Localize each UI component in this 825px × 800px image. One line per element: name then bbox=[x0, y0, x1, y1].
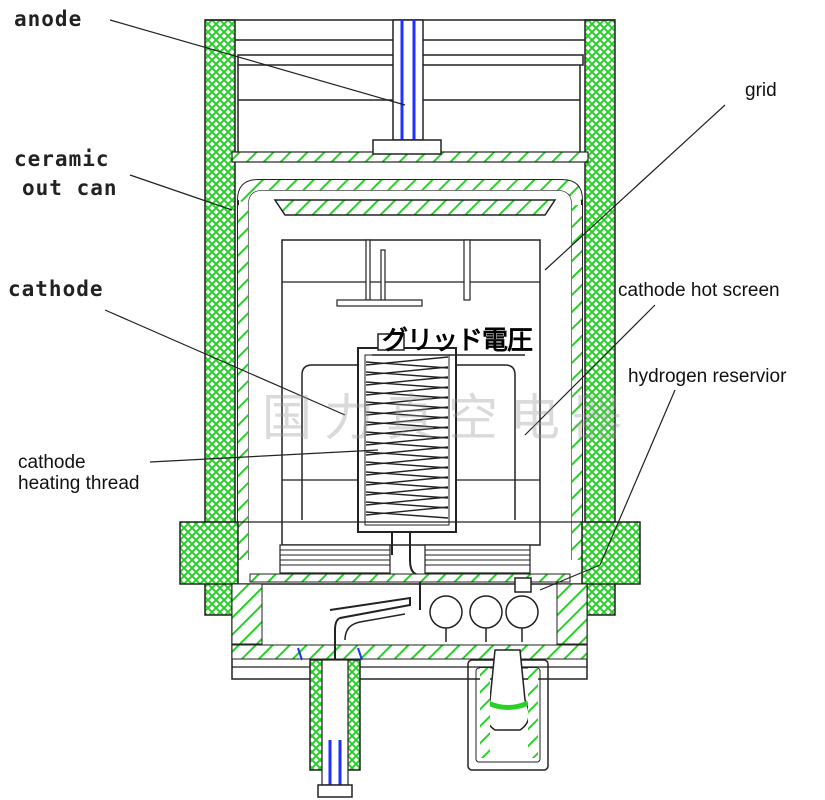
cathode-lead bbox=[329, 596, 411, 690]
label-hydrogen: hydrogen reservior bbox=[628, 366, 787, 387]
label-heating-line2: heating thread bbox=[18, 473, 140, 494]
label-hot-screen: cathode hot screen bbox=[618, 280, 780, 301]
leader-lines bbox=[104, 19, 726, 591]
label-ceramic-line2: out can bbox=[22, 176, 118, 200]
label-grid-voltage: グリッド電圧 bbox=[382, 326, 533, 356]
hydrogen-reservoir bbox=[467, 649, 549, 771]
label-heating-line1: cathode bbox=[18, 452, 86, 473]
label-grid: grid bbox=[745, 80, 777, 101]
lower-housing bbox=[231, 583, 588, 680]
terminal-stem bbox=[309, 659, 361, 798]
anode-rod bbox=[372, 19, 442, 155]
grid-plate bbox=[273, 199, 557, 216]
cathode-coil bbox=[357, 333, 457, 610]
valve-gauges bbox=[429, 577, 539, 642]
base-plates bbox=[249, 544, 571, 583]
ceramic-out-can bbox=[204, 19, 616, 616]
watermark: 国力真空电器 bbox=[262, 389, 634, 447]
label-ceramic-line1: ceramic bbox=[14, 147, 110, 171]
label-anode: anode bbox=[14, 7, 83, 31]
flange bbox=[179, 521, 641, 585]
label-cathode: cathode bbox=[8, 277, 104, 301]
